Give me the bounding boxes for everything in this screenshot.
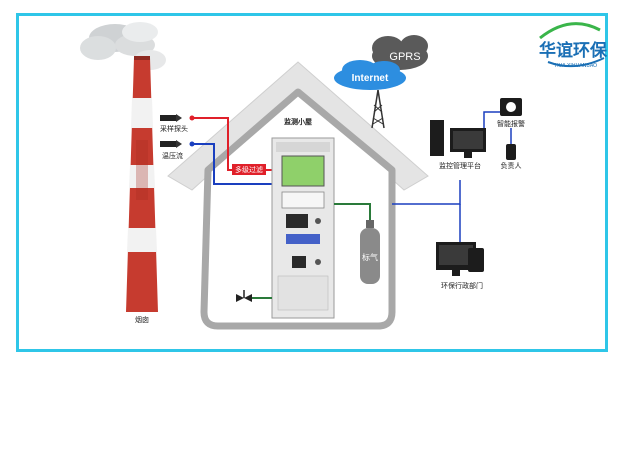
filter-label: 多级过滤 — [235, 165, 263, 174]
sampling-probe-label: 采样探头 — [160, 124, 188, 133]
env-dept-device — [436, 242, 484, 276]
gas-cylinder-label: 标气 — [362, 252, 378, 262]
chimney-label: 烟囱 — [135, 315, 149, 324]
antenna-tower — [371, 89, 385, 129]
responsible-label: 负责人 — [501, 161, 522, 170]
analyzer-cabinet — [271, 137, 335, 319]
smart-alert-device — [500, 98, 522, 116]
smoke — [80, 22, 166, 70]
calibration-line — [334, 203, 371, 226]
house-label: 监测小屋 — [284, 117, 312, 126]
smart-alert-label: 智能报警 — [497, 119, 525, 128]
filter-badge — [232, 164, 266, 175]
internet-cloud — [334, 60, 406, 90]
temp-pressure-flow-probe — [160, 140, 195, 148]
gprs-label: GPRS — [389, 51, 420, 63]
brand-name-en: HUA YIHUANBAO — [555, 63, 597, 69]
brand-logo — [539, 22, 605, 68]
platform-label: 监控管理平台 — [439, 161, 481, 170]
gas-cylinder — [360, 220, 380, 284]
alert-line — [483, 111, 506, 130]
temp-pressure-flow-label: 温压流 — [162, 151, 183, 160]
drain-valve — [236, 290, 252, 302]
monitoring-platform — [430, 120, 486, 158]
tpf-line — [194, 143, 272, 185]
env-dept-label: 环保行政部门 — [441, 281, 483, 290]
internet-label: Internet — [352, 73, 389, 84]
mobile-phone — [506, 144, 516, 160]
sampling-probe — [160, 114, 195, 122]
chimney — [126, 56, 158, 312]
brand-name: 华谊环保 — [539, 40, 608, 61]
